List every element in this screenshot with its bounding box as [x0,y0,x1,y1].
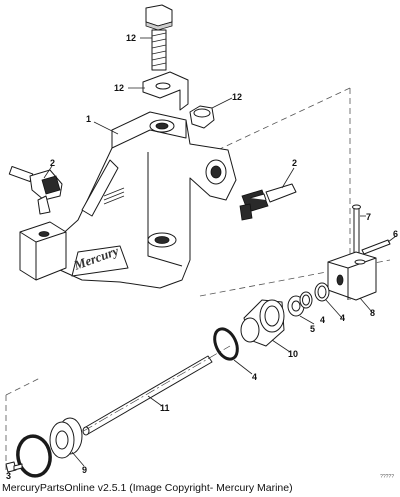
callout-1-bracket: 1 [86,114,91,124]
callout-2-right-fitting: 2 [292,158,297,168]
part-8-block [327,251,377,301]
callout-2-left-fitting: 2 [50,158,55,168]
part-12-bolt [145,4,173,71]
callout-4-ring-middle: 4 [320,315,325,325]
part-10-bushing [240,299,285,347]
callout-4-ring-right: 4 [340,313,345,323]
callout-12-nut: 12 [232,92,242,102]
callout-labels: 12 12 12 1 2 2 7 6 8 5 4 4 10 4 11 9 3 [6,33,398,481]
callout-11-shaft: 11 [160,403,170,413]
callout-5-washer: 5 [310,324,315,334]
callout-7-pin: 7 [366,212,371,222]
part-4-o-ring-left [16,434,52,478]
leader-lines [43,37,397,467]
callout-9-pulley: 9 [82,465,87,475]
part-12-nut [189,105,215,129]
callout-6-cotter-pin: 6 [393,229,398,239]
part-9-pulley [49,417,83,459]
bracket-mounting-block [19,221,67,281]
part-2-fitting-left [8,165,63,215]
callout-4-o-ring-large: 4 [252,372,257,382]
reference-code: ????? [380,474,394,480]
callout-12-bolt: 12 [126,33,136,43]
part-2-fitting-right [239,183,297,221]
part-6-cotter-pin [361,239,391,255]
part-1-bracket: Mercury [57,111,237,289]
part-4-ring-middle [299,291,313,309]
part-3-screw [5,461,23,473]
callout-10-bushing: 10 [288,349,298,359]
copyright-footer: MercuryPartsOnline v2.5.1 (Image Copyrig… [2,482,293,494]
callout-12-clip: 12 [114,83,124,93]
part-4-o-ring-large [213,327,239,361]
part-4-ring-right [314,282,330,302]
part-7-pin [352,204,361,257]
callout-8-block: 8 [370,308,375,318]
part-11-shaft [67,345,231,441]
part-12-clip-plate [142,71,189,111]
callout-3-screw: 3 [6,471,11,481]
